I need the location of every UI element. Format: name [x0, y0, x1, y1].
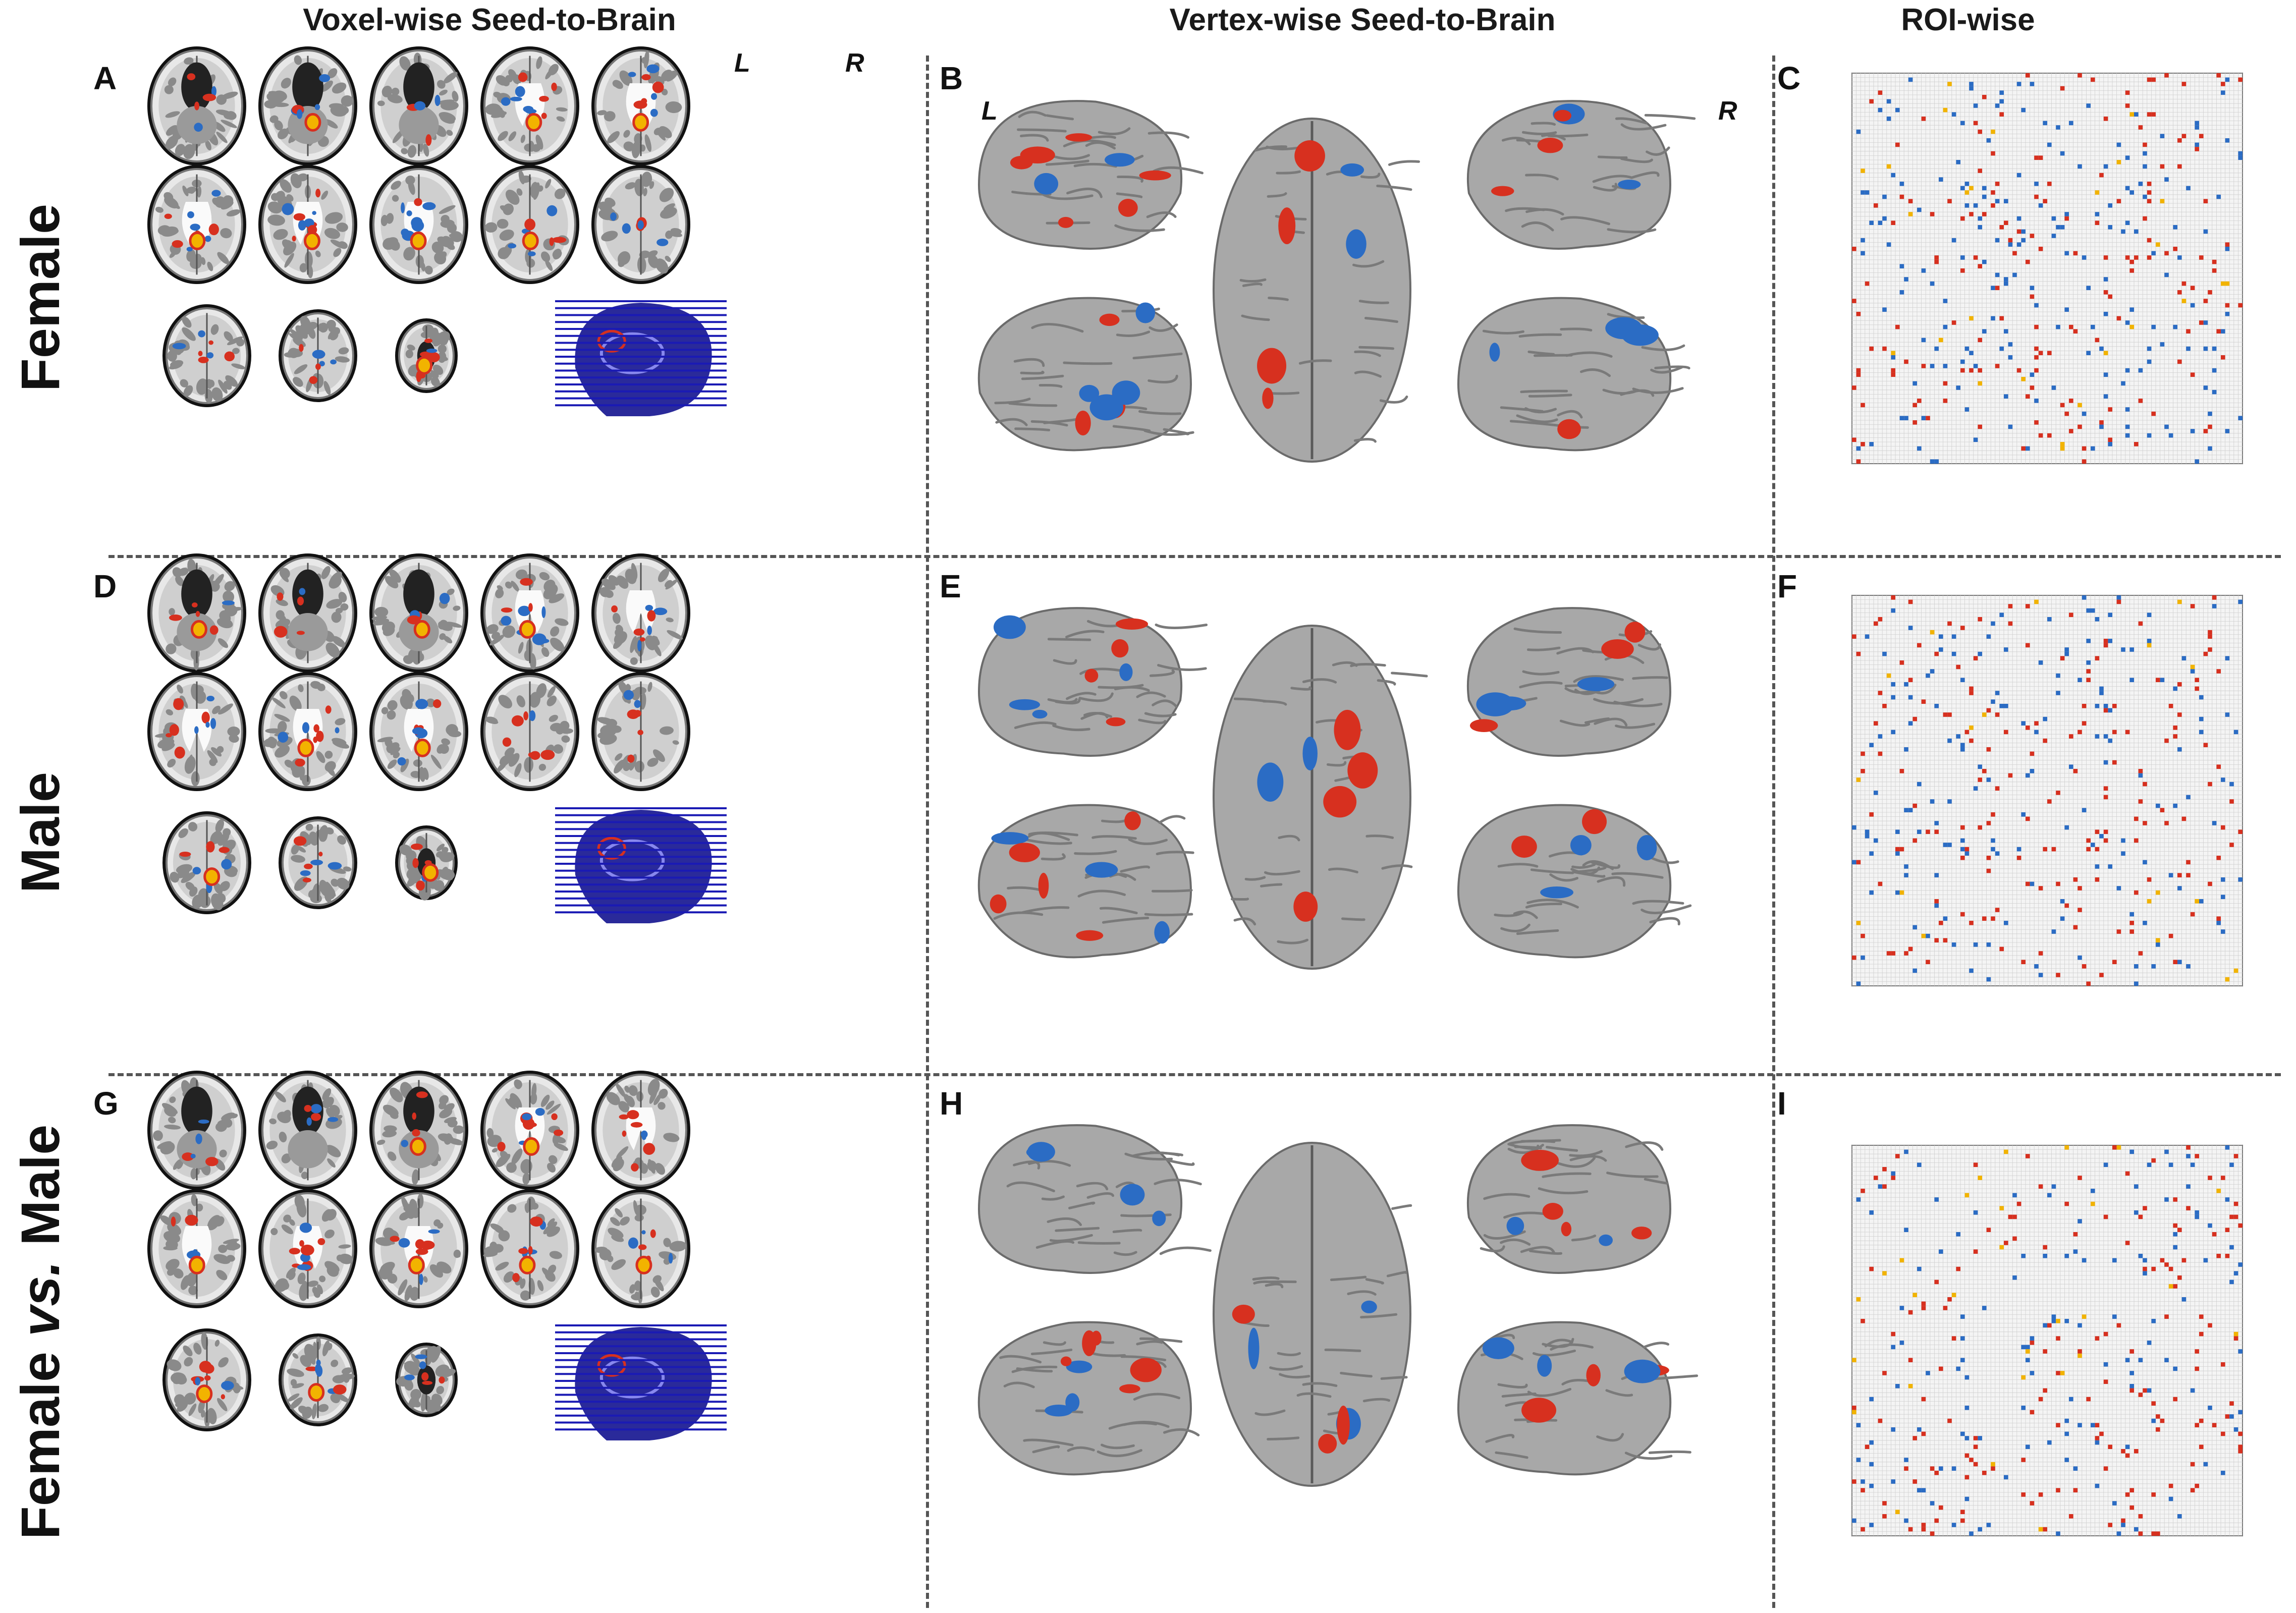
- comparison-suffix: Male: [10, 1124, 71, 1261]
- cortex-medial-right-icon: [1457, 297, 1690, 452]
- axial-brain-slice-icon: [480, 46, 579, 165]
- axial-brain-slice-icon: [147, 672, 246, 791]
- axial-brain-slice-icon: [395, 318, 458, 393]
- sagittal-slice-locator-icon: [555, 1319, 727, 1440]
- axial-slices-female: [147, 46, 727, 416]
- panel-letter-f: F: [1777, 568, 1797, 604]
- connectivity-matrix-icon: [1851, 595, 2243, 986]
- axial-brain-slice-icon: [162, 811, 251, 914]
- connectivity-matrix-icon: [1851, 1145, 2243, 1536]
- connectivity-matrix-female: [1851, 73, 2243, 464]
- connectivity-matrix-male: [1851, 595, 2243, 986]
- axial-brain-slice-icon: [591, 672, 690, 791]
- axial-brain-slice-icon: [147, 1071, 246, 1190]
- axial-brain-slice-icon: [369, 165, 468, 284]
- axial-brain-slice-icon: [395, 1343, 458, 1417]
- sagittal-slice-locator-icon: [555, 295, 727, 416]
- column-title-vertex: Vertex-wise Seed-to-Brain: [1169, 3, 1556, 37]
- axial-brain-slice-icon: [258, 553, 357, 673]
- axial-brain-slice-icon: [147, 553, 246, 673]
- axial-brain-slice-icon: [258, 1189, 357, 1308]
- row-label-comparison: Female vs. Male: [10, 1070, 71, 1594]
- axial-brain-slice-icon: [147, 1189, 246, 1308]
- row-label-male: Male: [10, 771, 71, 894]
- axial-brain-slice-icon: [147, 46, 246, 165]
- axial-brain-slice-icon: [480, 1071, 579, 1190]
- cortical-surface-male: [977, 607, 1692, 970]
- cortex-dorsal-icon: [1213, 118, 1420, 463]
- cortex-lateral-right-icon: [1466, 100, 1696, 250]
- row-label-female: Female: [10, 203, 71, 392]
- axial-brain-slice-icon: [395, 825, 458, 901]
- axial-brain-slice-icon: [162, 1328, 251, 1431]
- axial-brain-slice-icon: [279, 1333, 357, 1426]
- panel-letter-g: G: [93, 1085, 119, 1122]
- axial-brain-slice-icon: [369, 1189, 468, 1308]
- axial-brain-slice-icon: [591, 1071, 690, 1190]
- cortex-medial-left-icon: [977, 297, 1194, 452]
- cortex-dorsal-icon: [1213, 1142, 1412, 1487]
- axial-brain-slice-icon: [369, 672, 468, 791]
- axial-slices-male: [147, 553, 727, 923]
- axial-brain-slice-icon: [480, 553, 579, 673]
- cortex-medial-left-icon: [977, 804, 1194, 959]
- axial-brain-slice-icon: [591, 165, 690, 284]
- hemi-left-b: L: [981, 96, 998, 126]
- axial-brain-slice-icon: [480, 672, 579, 791]
- connectivity-matrix-comparison: [1851, 1145, 2243, 1536]
- hemi-left-a: L: [734, 48, 750, 78]
- panel-letter-h: H: [940, 1085, 963, 1122]
- axial-brain-slice-icon: [591, 553, 690, 673]
- axial-brain-slice-icon: [258, 46, 357, 165]
- connectivity-matrix-icon: [1851, 73, 2243, 464]
- cortex-lateral-right-icon: [1466, 607, 1672, 757]
- panel-letter-e: E: [940, 568, 961, 604]
- hemi-right-a: R: [845, 48, 864, 78]
- column-divider-2: [1772, 55, 1775, 1608]
- axial-brain-slice-icon: [591, 46, 690, 165]
- axial-brain-slice-icon: [258, 165, 357, 284]
- column-title-roi: ROI-wise: [1901, 3, 2035, 37]
- axial-brain-slice-icon: [480, 1189, 579, 1308]
- axial-brain-slice-icon: [258, 672, 357, 791]
- panel-letter-c: C: [1777, 60, 1801, 96]
- cortex-lateral-left-icon: [977, 1124, 1212, 1274]
- comparison-vs: vs.: [10, 1260, 71, 1337]
- column-title-voxel: Voxel-wise Seed-to-Brain: [303, 3, 676, 37]
- cortical-surface-comparison: [977, 1124, 1699, 1487]
- sagittal-slice-locator-icon: [555, 802, 727, 923]
- cortex-medial-left-icon: [977, 1321, 1200, 1476]
- panel-letter-a: A: [93, 60, 117, 96]
- panel-letter-b: B: [940, 60, 963, 96]
- axial-slices-comparison: [147, 1071, 727, 1440]
- axial-brain-slice-icon: [591, 1189, 690, 1308]
- cortex-dorsal-icon: [1213, 625, 1428, 970]
- panel-letter-d: D: [93, 568, 117, 604]
- axial-brain-slice-icon: [279, 816, 357, 909]
- cortex-lateral-left-icon: [977, 100, 1204, 250]
- comparison-prefix: Female: [10, 1337, 71, 1540]
- row-divider-2: [108, 1073, 2281, 1076]
- hemi-right-b: R: [1718, 96, 1737, 126]
- cortex-lateral-left-icon: [977, 607, 1208, 757]
- axial-brain-slice-icon: [480, 165, 579, 284]
- axial-brain-slice-icon: [369, 46, 468, 165]
- axial-brain-slice-icon: [279, 309, 357, 402]
- axial-brain-slice-icon: [147, 165, 246, 284]
- axial-brain-slice-icon: [369, 1071, 468, 1190]
- cortical-surface-female: [977, 100, 1696, 463]
- cortex-lateral-right-icon: [1466, 1124, 1672, 1274]
- cortex-medial-right-icon: [1457, 1321, 1699, 1476]
- cortex-medial-right-icon: [1457, 804, 1692, 959]
- axial-brain-slice-icon: [369, 553, 468, 673]
- panel-letter-i: I: [1777, 1085, 1786, 1122]
- axial-brain-slice-icon: [258, 1071, 357, 1190]
- column-divider-1: [926, 55, 929, 1608]
- axial-brain-slice-icon: [162, 304, 251, 407]
- row-divider-1: [108, 555, 2281, 558]
